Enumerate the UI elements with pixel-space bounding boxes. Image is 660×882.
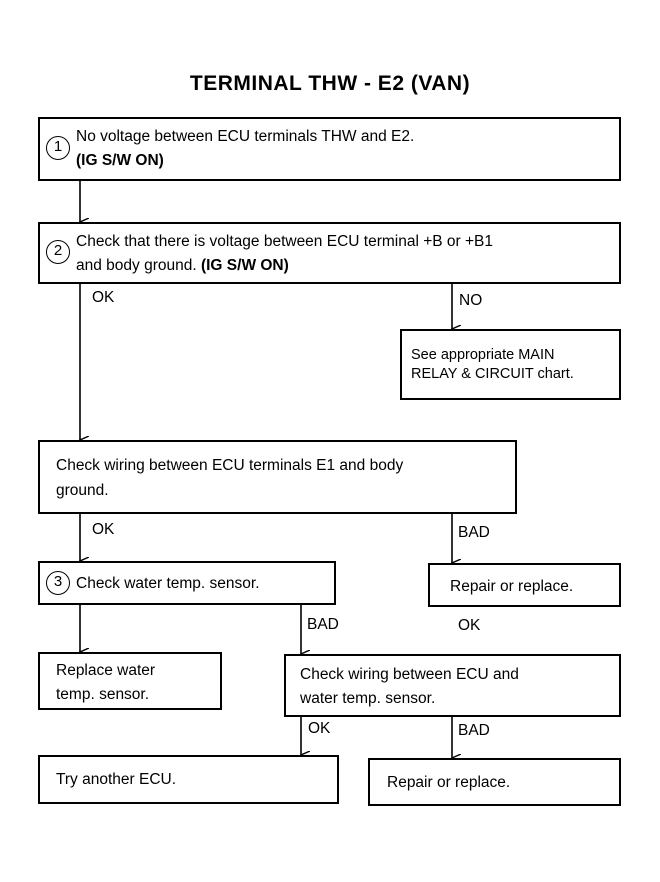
replace-sensor-line2: temp. sensor. bbox=[56, 686, 150, 703]
step-number-badge: 1 bbox=[46, 136, 70, 160]
repair-box-2: Repair or replace. bbox=[368, 758, 621, 806]
repair-1-text: Repair or replace. bbox=[450, 578, 574, 595]
step2-box: 2 Check that there is voltage between EC… bbox=[38, 222, 621, 284]
main-relay-line2: RELAY & CIRCUIT chart. bbox=[411, 366, 574, 382]
label-no: NO bbox=[459, 292, 483, 309]
repair-2-text: Repair or replace. bbox=[387, 774, 511, 791]
label-ok: OK bbox=[92, 521, 115, 538]
replace-sensor-box: Replace water temp. sensor. bbox=[38, 652, 222, 710]
wiring-e1-line1: Check wiring between ECU terminals E1 an… bbox=[56, 457, 404, 474]
step2-text-line2: and body ground. (IG S/W ON) bbox=[76, 254, 289, 278]
repair-box-1: Repair or replace. bbox=[428, 563, 621, 607]
wiring-sensor-box: Check wiring between ECU and water temp.… bbox=[284, 654, 621, 717]
label-bad: BAD bbox=[458, 524, 490, 541]
wiring-e1-box: Check wiring between ECU terminals E1 an… bbox=[38, 440, 517, 514]
step1-box: 1 No voltage between ECU terminals THW a… bbox=[38, 117, 621, 181]
replace-sensor-line1: Replace water bbox=[56, 662, 156, 679]
try-ecu-box: Try another ECU. bbox=[38, 755, 339, 804]
step-number-badge: 2 bbox=[46, 240, 70, 264]
wiring-sensor-line1: Check wiring between ECU and bbox=[300, 666, 519, 683]
step2-text-line1: Check that there is voltage between ECU … bbox=[76, 233, 493, 250]
main-relay-box: See appropriate MAIN RELAY & CIRCUIT cha… bbox=[400, 329, 621, 400]
label-ok: OK bbox=[92, 289, 115, 306]
step1-text-line1: No voltage between ECU terminals THW and… bbox=[76, 128, 415, 145]
wiring-sensor-line2: water temp. sensor. bbox=[300, 690, 436, 707]
label-bad: BAD bbox=[458, 722, 490, 739]
step3-box: 3 Check water temp. sensor. bbox=[38, 561, 336, 605]
step2-line2-bold: (IG S/W ON) bbox=[200, 257, 289, 274]
label-ok: OK bbox=[308, 720, 331, 737]
main-relay-line1: See appropriate MAIN bbox=[411, 347, 555, 363]
diagram-title: TERMINAL THW - E2 (VAN) bbox=[189, 72, 471, 95]
step-number-badge: 3 bbox=[46, 571, 70, 595]
try-ecu-text: Try another ECU. bbox=[56, 771, 177, 788]
step1-text-line2: (IG S/W ON) bbox=[76, 152, 164, 169]
wiring-e1-line2: ground. bbox=[56, 482, 109, 499]
label-bad: BAD bbox=[307, 616, 339, 633]
step3-text: Check water temp. sensor. bbox=[76, 575, 260, 592]
step2-line2-plain: and body ground. bbox=[76, 257, 201, 274]
label-ok: OK bbox=[458, 617, 481, 634]
